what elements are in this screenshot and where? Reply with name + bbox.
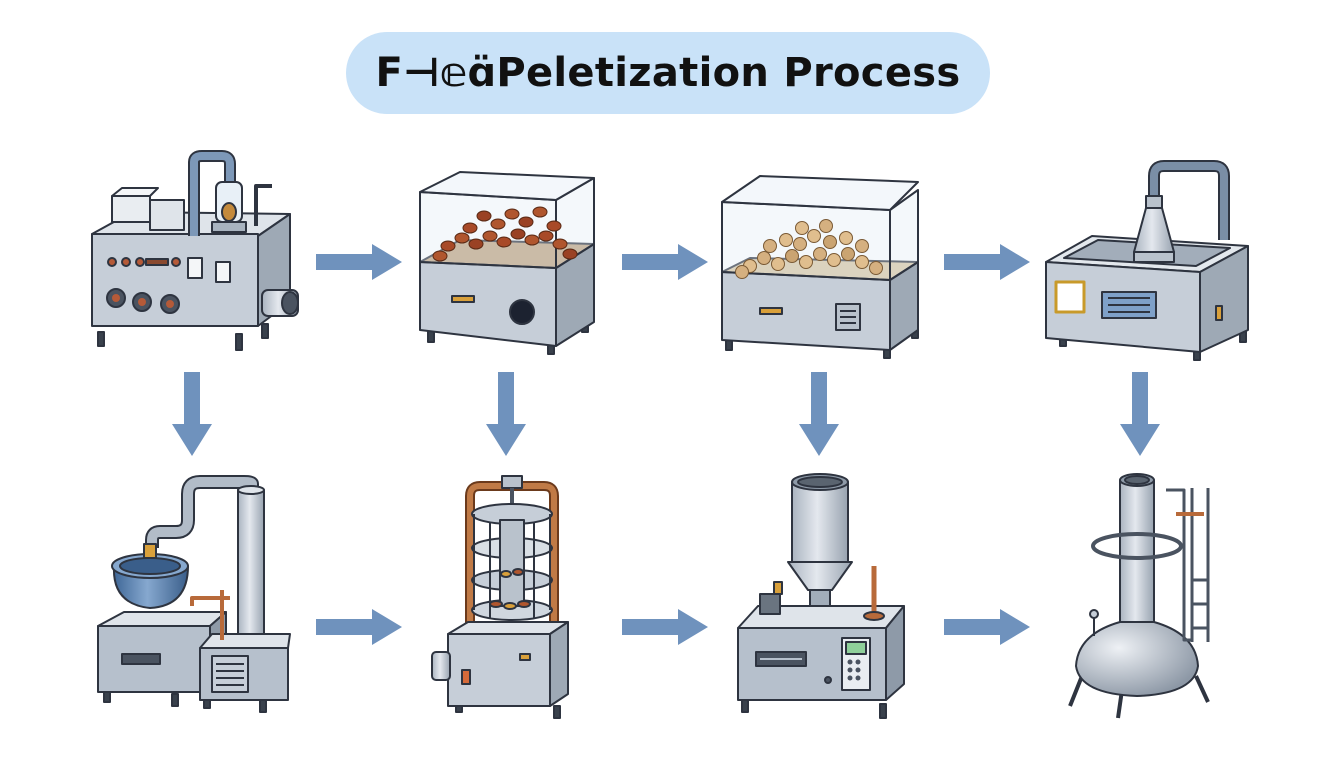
horizontal-arrow (622, 244, 708, 280)
down-arrow (1120, 372, 1160, 456)
horizontal-arrow (316, 609, 402, 645)
horizontal-arrow (944, 609, 1030, 645)
hopper-extruder-icon (737, 473, 905, 719)
cooler-bin-light-icon (721, 175, 919, 359)
pellet-mill-cage-icon (431, 475, 569, 719)
down-arrow (799, 372, 839, 456)
cooler-bin-dark-icon (419, 171, 595, 355)
down-arrow (172, 372, 212, 456)
horizontal-arrow (622, 609, 708, 645)
mixer-machine-icon (91, 150, 299, 351)
conditioning-tank-icon (1045, 160, 1249, 361)
horizontal-arrow (944, 244, 1030, 280)
horizontal-arrow (316, 244, 402, 280)
down-arrow (486, 372, 526, 456)
boiler-steam-unit-icon (97, 475, 291, 713)
tower-vessel-icon (1068, 473, 1210, 719)
page-title: F⊣𝕖ɑ̈Peletization Process (375, 50, 961, 96)
title-banner: F⊣𝕖ɑ̈Peletization Process (346, 32, 990, 114)
